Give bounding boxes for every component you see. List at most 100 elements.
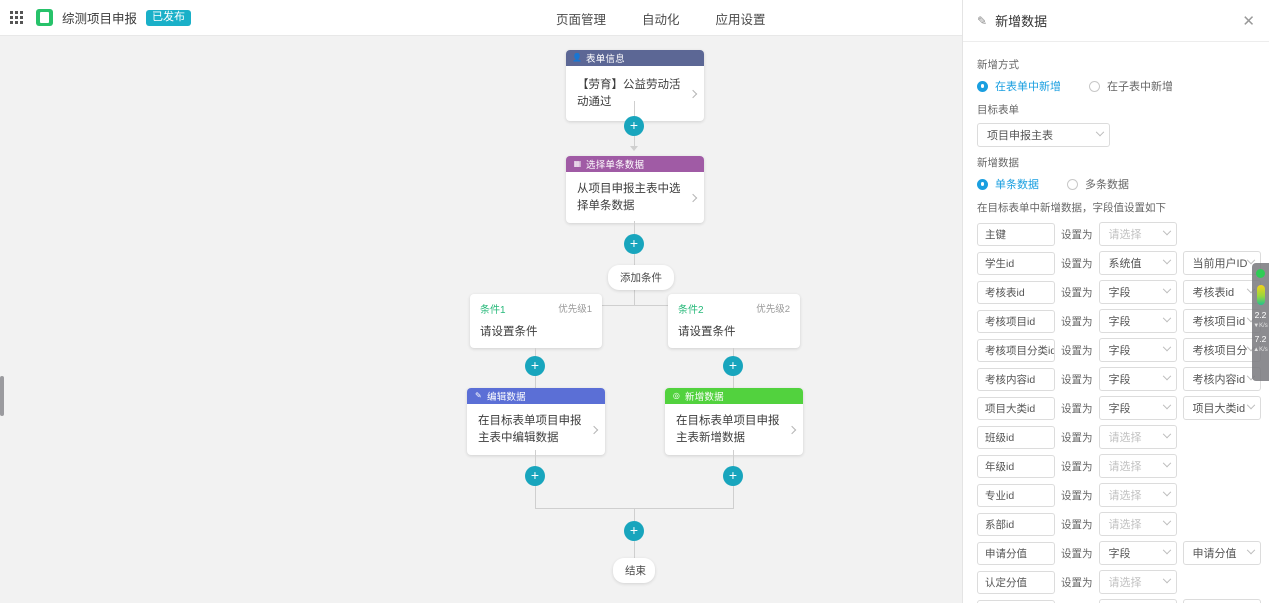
- branch-add-condition[interactable]: 添加条件: [608, 265, 674, 290]
- value-source-select[interactable]: 当前时间: [1182, 599, 1261, 603]
- network-speed-widget[interactable]: 2.2 ▼K/s 7.2 ▲K/s: [1252, 263, 1269, 381]
- radio-in-subtable-label[interactable]: 在子表中新增: [1107, 81, 1173, 93]
- value-mode-text: 字段: [1108, 403, 1131, 415]
- add-step-button-3[interactable]: +: [525, 356, 545, 376]
- apps-grid-icon[interactable]: [10, 10, 24, 25]
- flow-node-edit-data[interactable]: ✎ 编辑数据 在目标表单项目申报主表中编辑数据: [467, 388, 605, 456]
- value-source-text: 当前用户ID: [1192, 258, 1248, 270]
- add-step-button-5[interactable]: +: [525, 466, 545, 486]
- condition-node-2-body[interactable]: 请设置条件: [678, 326, 736, 338]
- set-to-label: 设置为: [1061, 228, 1093, 241]
- flow-node-select-single[interactable]: ▦ 选择单条数据 从项目申报主表中选择单条数据: [566, 156, 704, 224]
- add-step-button-7[interactable]: +: [624, 521, 644, 541]
- flow-node-select-single-text: 从项目申报主表中选择单条数据: [577, 183, 681, 212]
- condition-name: 条件2: [678, 305, 704, 316]
- flow-node-form-info-body[interactable]: 【劳育】公益劳动活动通过: [566, 66, 704, 121]
- chevron-down-icon: [1162, 545, 1171, 555]
- chevron-right-icon: [589, 425, 599, 434]
- value-source-select[interactable]: 考核表id: [1182, 280, 1261, 304]
- value-mode-select[interactable]: 字段: [1098, 541, 1177, 565]
- add-step-button-1[interactable]: +: [624, 116, 644, 136]
- download-arrow-icon: ▼: [1253, 322, 1260, 329]
- set-to-label: 设置为: [1061, 576, 1093, 589]
- value-mode-select[interactable]: 系统值: [1098, 251, 1177, 275]
- value-mode-select[interactable]: 字段: [1098, 280, 1177, 304]
- value-mode-select[interactable]: 字段: [1098, 309, 1177, 333]
- value-mode-select[interactable]: 系统值: [1098, 599, 1177, 603]
- pencil-icon: ✎: [475, 391, 482, 400]
- flow-node-edit-data-body[interactable]: 在目标表单项目申报主表中编辑数据: [467, 404, 605, 455]
- value-mode-text: 请选择: [1108, 490, 1142, 502]
- value-source-select[interactable]: 申请分值: [1182, 541, 1261, 565]
- value-source-select[interactable]: 考核内容id: [1182, 367, 1261, 391]
- value-mode-select[interactable]: 请选择: [1098, 222, 1177, 246]
- flow-node-form-info[interactable]: 👤 表单信息 【劳育】公益劳动活动通过: [566, 50, 704, 122]
- flow-node-add-data-body[interactable]: 在目标表单项目申报主表新增数据: [665, 404, 803, 455]
- value-mode-select[interactable]: 字段: [1098, 338, 1177, 362]
- field-mapping-row: 主键设置为请选择: [977, 222, 1255, 246]
- download-speed: 2.2 ▼K/s: [1253, 311, 1268, 329]
- set-to-label: 设置为: [1061, 257, 1093, 270]
- value-mode-text: 字段: [1108, 548, 1131, 560]
- condition-node-1-body[interactable]: 请设置条件: [480, 326, 538, 338]
- value-mode-select[interactable]: 请选择: [1098, 425, 1177, 449]
- value-mode-text: 字段: [1108, 287, 1131, 299]
- pencil-icon[interactable]: ✎: [977, 13, 988, 28]
- add-step-button-2[interactable]: +: [624, 234, 644, 254]
- chevron-down-icon: [1162, 342, 1171, 352]
- condition-node-1[interactable]: 条件1 优先级1 请设置条件: [470, 294, 602, 348]
- side-panel-title: 新增数据: [995, 14, 1048, 29]
- value-mode-text: 字段: [1108, 316, 1131, 328]
- gradient-indicator-icon: [1256, 285, 1265, 305]
- radio-in-subtable[interactable]: [1089, 80, 1100, 92]
- value-mode-select[interactable]: 请选择: [1098, 483, 1177, 507]
- flow-node-add-data-header: ◎ 新增数据: [665, 388, 803, 404]
- value-mode-select[interactable]: 字段: [1098, 396, 1177, 420]
- flow-canvas[interactable]: 👤 表单信息 【劳育】公益劳动活动通过 + ▦ 选择单条数据 从项目申报主表中选…: [0, 36, 962, 603]
- value-mode-select[interactable]: 请选择: [1098, 512, 1177, 536]
- plus-circle-icon: ◎: [672, 391, 681, 400]
- radio-single-record-label[interactable]: 单条数据: [995, 179, 1039, 191]
- value-source-select[interactable]: 当前用户ID: [1182, 251, 1261, 275]
- chevron-down-icon: [1162, 255, 1171, 265]
- nav-item-page-management[interactable]: 页面管理: [556, 12, 607, 27]
- nav-item-automation[interactable]: 自动化: [642, 12, 680, 27]
- value-source-select[interactable]: 项目大类id: [1182, 396, 1261, 420]
- close-icon[interactable]: ✕: [1242, 12, 1255, 30]
- value-source-select[interactable]: 考核项目id: [1182, 309, 1261, 333]
- value-mode-text: 请选择: [1108, 577, 1142, 589]
- radio-multi-record[interactable]: [1067, 178, 1078, 190]
- value-mode-select[interactable]: 字段: [1098, 367, 1177, 391]
- value-mode-select[interactable]: 请选择: [1098, 454, 1177, 478]
- flow-node-edit-data-title: 编辑数据: [487, 392, 526, 403]
- field-name: 学生id: [977, 251, 1055, 275]
- field-name: 项目大类id: [977, 396, 1055, 420]
- chevron-down-icon: [1095, 127, 1105, 137]
- value-source-text: 申请分值: [1192, 548, 1237, 560]
- upload-arrow-icon: ▲: [1253, 347, 1260, 354]
- radio-single-record[interactable]: [977, 178, 988, 190]
- target-form-select[interactable]: 项目申报主表: [977, 123, 1110, 147]
- flow-node-add-data[interactable]: ◎ 新增数据 在目标表单项目申报主表新增数据: [665, 388, 803, 456]
- value-mode-select[interactable]: 请选择: [1098, 570, 1177, 594]
- nav-item-app-settings[interactable]: 应用设置: [715, 12, 766, 27]
- add-step-button-4[interactable]: +: [723, 356, 743, 376]
- radio-multi-record-label[interactable]: 多条数据: [1085, 179, 1129, 191]
- flow-node-select-single-body[interactable]: 从项目申报主表中选择单条数据: [566, 172, 704, 223]
- set-to-label: 设置为: [1061, 460, 1093, 473]
- radio-in-form-label[interactable]: 在表单中新增: [995, 81, 1061, 93]
- field-mapping-row: 认定分值设置为请选择: [977, 570, 1255, 594]
- chevron-down-icon: [1162, 284, 1171, 294]
- add-step-button-6[interactable]: +: [723, 466, 743, 486]
- condition-node-2[interactable]: 条件2 优先级2 请设置条件: [668, 294, 800, 348]
- field-mapping-hint: 在目标表单中新增数据，字段值设置如下: [977, 202, 1166, 214]
- canvas-scrollbar[interactable]: [0, 376, 4, 416]
- radio-in-form[interactable]: [977, 80, 988, 92]
- set-to-label: 设置为: [1061, 373, 1093, 386]
- download-speed-unit: K/s: [1259, 322, 1268, 329]
- value-source-text: 考核表id: [1192, 287, 1235, 299]
- field-name: 考核表id: [977, 280, 1055, 304]
- value-source-select[interactable]: 考核项目分类id: [1182, 338, 1261, 362]
